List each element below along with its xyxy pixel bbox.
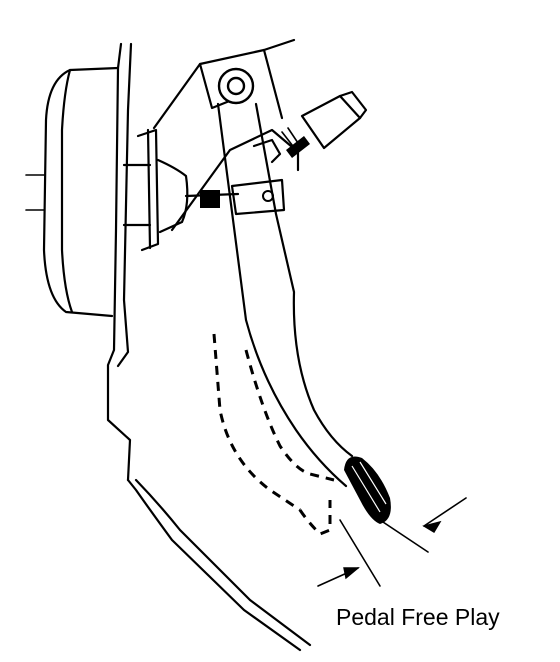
pedal-bracket [152, 38, 300, 232]
pedal-free-play-label: Pedal Free Play [336, 604, 500, 630]
free-play-dimension [317, 497, 467, 587]
pedal-pad [344, 456, 391, 524]
pushrod-clevis [184, 178, 286, 216]
pedal-arm [216, 102, 354, 488]
pedal-depressed-outline [212, 333, 335, 536]
brake-booster [25, 66, 120, 318]
brake-light-switch [252, 90, 368, 164]
firewall [106, 42, 312, 652]
pivot-bolt [217, 67, 255, 105]
mounting-flange [122, 128, 189, 252]
